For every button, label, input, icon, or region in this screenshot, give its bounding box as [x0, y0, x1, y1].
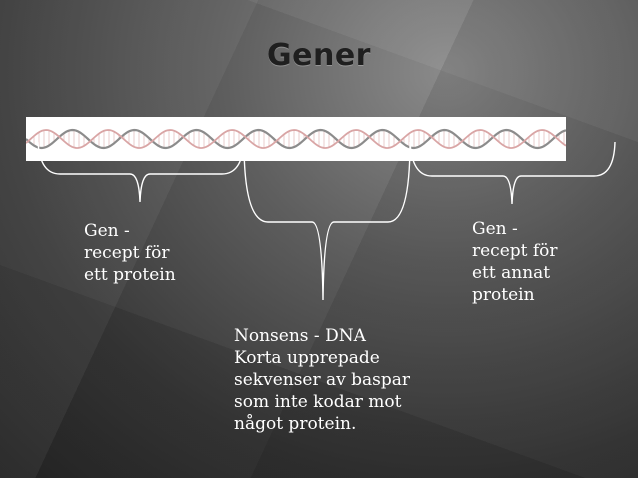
label-line: ett annat	[472, 263, 551, 283]
label-line: recept för	[84, 243, 170, 263]
label-line: Gen -	[472, 219, 518, 239]
dna-strand-gray	[25, 128, 567, 150]
label-nonsense-dna: Nonsens - DNA Korta upprepade sekvenser …	[234, 325, 410, 435]
label-line: recept för	[472, 241, 558, 261]
dna-helix	[25, 128, 567, 150]
label-line: ett protein	[84, 265, 176, 285]
label-line: protein	[472, 285, 535, 305]
dna-strand-pink	[25, 129, 567, 149]
label-line: något protein.	[234, 414, 357, 434]
label-line: som inte kodar mot	[234, 392, 402, 412]
label-line: Nonsens - DNA	[234, 326, 366, 346]
label-line: Gen -	[84, 221, 130, 241]
bracket-nonsense	[243, 141, 411, 301]
dna-strand-image	[25, 117, 567, 161]
label-line: sekvenser av baspar	[234, 370, 411, 390]
label-gene-right: Gen - recept för ett annat protein	[472, 218, 558, 306]
slide-title: Gener	[267, 38, 371, 73]
label-line: Korta upprepade	[234, 348, 380, 368]
label-gene-left: Gen - recept för ett protein	[84, 220, 176, 286]
